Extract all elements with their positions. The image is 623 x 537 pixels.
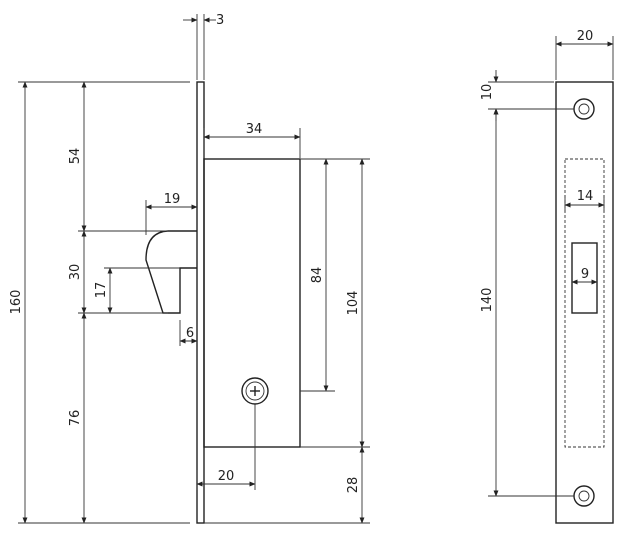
dim-76: 76 [68,410,83,427]
faceplate [196,81,205,524]
dim-10: 10 [480,84,495,101]
dim-30: 30 [68,264,83,281]
dim-9: 9 [581,267,589,282]
side-view: 3 160 54 30 76 17 19 6 34 84 104 20 28 [9,13,370,524]
dim-34: 34 [246,122,263,137]
dim-140: 140 [480,288,495,313]
dim-14: 14 [577,189,594,204]
top-screw-hole-icon [573,98,595,120]
dim-84: 84 [310,267,325,284]
pocket-outline [564,158,605,448]
dim-54: 54 [68,148,83,165]
dim-104: 104 [346,291,361,316]
dim-19: 19 [164,192,181,207]
dim-3: 3 [216,13,224,28]
dim-17: 17 [94,282,109,299]
lock-case [203,158,301,448]
latch-slot [571,242,598,314]
dim-20-backset: 20 [218,469,235,484]
latch-hook [145,230,197,314]
case-screw-icon [241,377,269,405]
dim-plate-20: 20 [577,29,594,44]
bottom-screw-hole-icon [573,485,595,507]
dim-6: 6 [186,326,194,341]
front-view: 20 10 140 14 9 [480,29,614,524]
dim-160: 160 [9,290,24,315]
strike-plate [555,81,614,524]
dim-28: 28 [346,477,361,494]
